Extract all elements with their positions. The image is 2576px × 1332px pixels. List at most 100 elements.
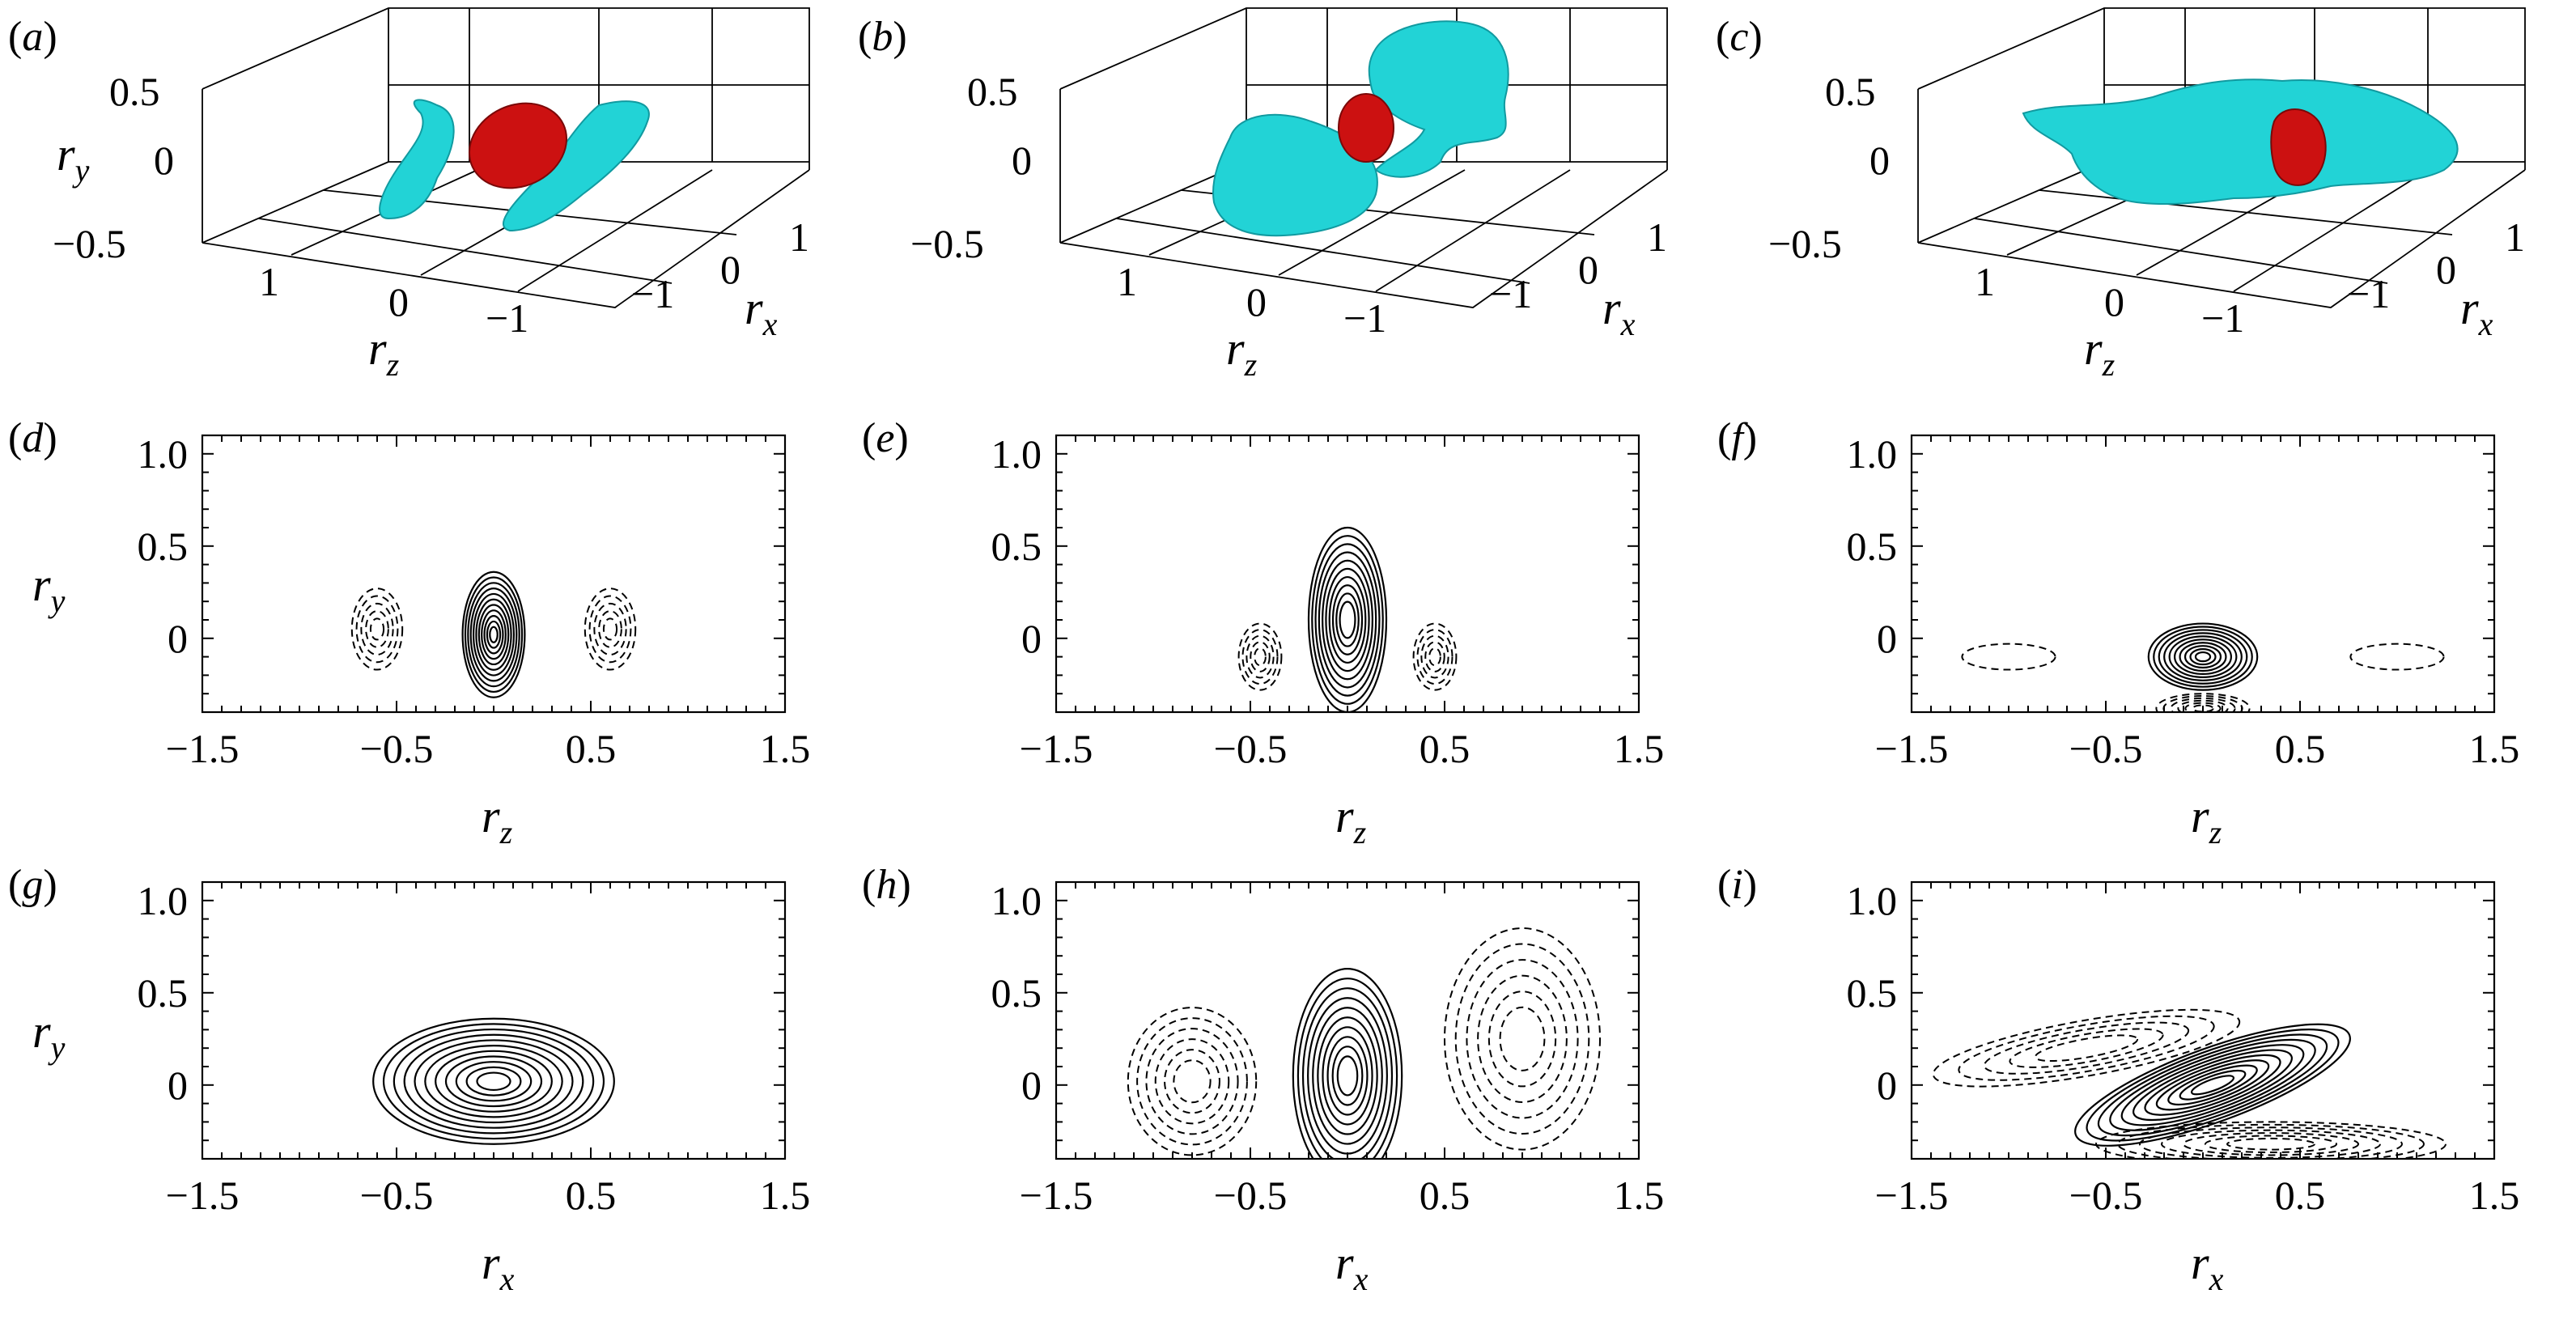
y-tick-label: 0 — [1877, 616, 1897, 661]
ry-tick: −0.5 — [910, 221, 984, 266]
contour-positive — [2153, 626, 2253, 688]
contour-negative — [1487, 991, 1557, 1088]
contour-lines — [350, 571, 637, 698]
contour-negative — [2162, 695, 2243, 712]
contour-negative — [1241, 629, 1279, 685]
contour-negative — [2205, 1135, 2337, 1154]
contour-negative — [2161, 1129, 2381, 1159]
contour-negative — [1477, 974, 1568, 1103]
contour-positive — [1292, 968, 1403, 1159]
x-axis-label: rx — [1335, 1237, 1369, 1297]
contour-positive — [444, 1055, 543, 1108]
x-tick-label: −0.5 — [2069, 1173, 2143, 1218]
contour-lines — [1932, 1008, 2447, 1159]
x-axis-label: rx — [2191, 1237, 2224, 1297]
contour-negative — [2155, 693, 2251, 712]
contour-negative — [1961, 643, 2056, 671]
y-tick-label: 0 — [1021, 1063, 1042, 1108]
ry-tick: 0.5 — [1825, 69, 1876, 114]
y-tick-label: 0 — [168, 616, 188, 661]
contour-positive — [1335, 592, 1360, 647]
contour-positive — [465, 1066, 522, 1097]
contour-negative — [1958, 1015, 2215, 1081]
box-3d — [202, 7, 810, 308]
contour-positive — [382, 1023, 605, 1140]
rx-tick: −1 — [1489, 271, 1532, 316]
rz-tick: 0 — [388, 279, 409, 325]
x-tick-label: −0.5 — [1214, 1173, 1288, 1218]
rx-tick: 0 — [2436, 247, 2456, 292]
contour-positive — [1311, 535, 1384, 705]
contour-positive — [1318, 551, 1377, 689]
rz-tick: −1 — [2201, 295, 2244, 341]
panel-label: (i) — [1717, 862, 1757, 908]
x-tick-label: 1.5 — [1614, 726, 1665, 771]
contour-positive — [1326, 1036, 1369, 1116]
iso-negative-sheet — [2022, 78, 2459, 206]
iso-positive — [2270, 108, 2327, 186]
rx-axis-label: rx — [745, 282, 778, 342]
contour-positive — [1314, 543, 1381, 697]
contour-positive — [483, 615, 504, 655]
contour-positive — [1328, 575, 1367, 664]
contour-positive — [1339, 600, 1356, 639]
contour-positive — [2194, 651, 2212, 663]
y-tick-label: 0 — [1877, 1063, 1897, 1108]
x-tick-label: 1.5 — [2469, 726, 2520, 771]
rz-tick: 1 — [1117, 259, 1137, 304]
contour-positive — [2190, 1075, 2235, 1096]
x-tick-label: −1.5 — [1875, 726, 1949, 771]
contour-positive — [1312, 1007, 1383, 1145]
y-tick-label: 0 — [1021, 616, 1042, 661]
contour-positive — [2074, 1023, 2351, 1147]
contour-positive — [403, 1033, 584, 1129]
contour-positive — [1331, 584, 1364, 655]
contour-negative — [355, 595, 399, 664]
contour-negative — [2139, 1126, 2403, 1159]
x-tick-label: 0.5 — [566, 726, 617, 771]
contour-negative — [2170, 697, 2236, 712]
contour-positive — [424, 1045, 563, 1118]
x-tick-label: −1.5 — [1020, 1173, 1093, 1218]
contour-positive — [489, 626, 499, 643]
contour-negative — [2183, 1132, 2359, 1156]
contour-negative — [2192, 704, 2214, 712]
contour-negative — [369, 617, 385, 641]
x-tick-label: 0.5 — [1420, 1173, 1470, 1218]
y-tick-label: 1.0 — [991, 878, 1042, 923]
y-axis-label: ry — [32, 558, 66, 619]
contour-positive — [2179, 1069, 2247, 1101]
panel-c: (c) 0.5 0 −0.5 1 0 −1 rz −1 0 1 rx — [1716, 7, 2526, 383]
x-axis-label: rz — [482, 790, 513, 851]
contour-negative — [1145, 1028, 1239, 1135]
contour-positive — [1301, 987, 1394, 1159]
rx-tick: −1 — [631, 271, 674, 316]
contour-negative — [602, 617, 618, 641]
y-tick-label: 0.5 — [1847, 970, 1898, 1016]
rx-axis-label: rx — [1602, 282, 1636, 342]
contour-negative — [1173, 1059, 1212, 1104]
contour-positive — [2144, 1054, 2281, 1116]
iso-positive — [1338, 93, 1394, 163]
contour-positive — [2086, 1029, 2340, 1142]
panel-label: (f) — [1717, 415, 1757, 461]
y-tick-label: 1.0 — [991, 431, 1042, 477]
contour-negative — [1154, 1038, 1230, 1125]
x-tick-label: −0.5 — [1214, 726, 1288, 771]
contour-positive — [1296, 978, 1398, 1159]
rx-axis-label: rx — [2460, 282, 2493, 342]
contour-positive — [477, 604, 510, 666]
contour-negative — [1416, 629, 1454, 685]
rz-tick: −1 — [486, 295, 528, 341]
ry-tick: 0 — [1869, 138, 1890, 183]
contour-positive — [1336, 1055, 1359, 1097]
x-tick-label: −0.5 — [360, 1173, 434, 1218]
ry-tick: 0 — [154, 138, 174, 183]
rz-tick: 0 — [1246, 279, 1267, 325]
x-axis-label: rz — [1335, 790, 1367, 851]
contour-positive — [2179, 642, 2227, 672]
iso-negative-left — [1212, 113, 1378, 237]
